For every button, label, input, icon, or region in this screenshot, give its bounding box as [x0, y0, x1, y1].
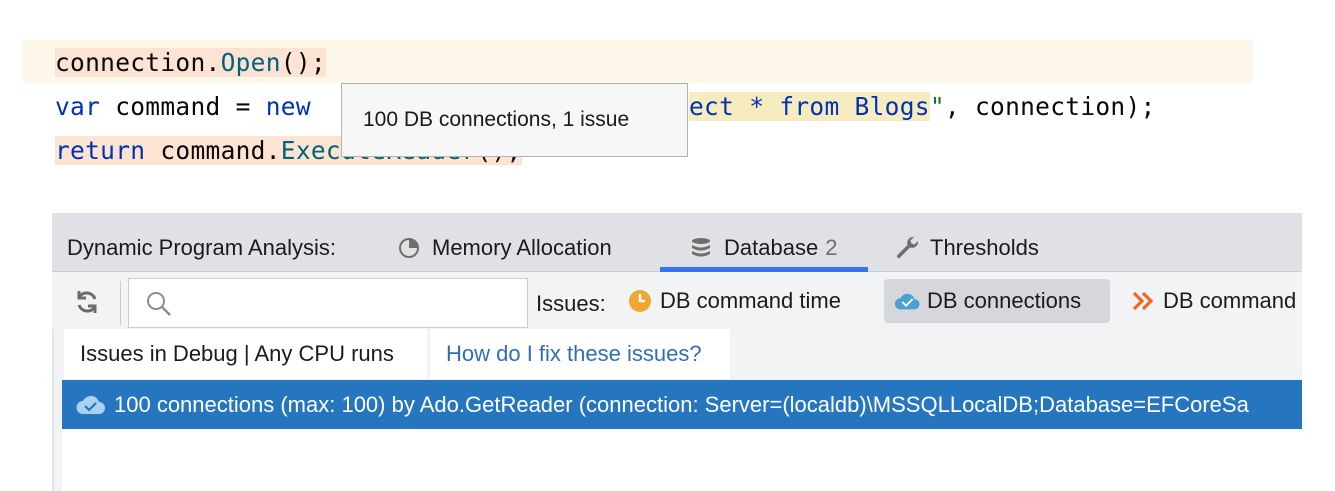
filter-label: DB command time: [660, 288, 841, 313]
code-token: , connection);: [944, 92, 1156, 121]
issues-filter-label: Issues:: [536, 291, 606, 316]
issue-text: 100 connections (max: 100) by Ado.GetRea…: [114, 391, 1249, 417]
panel-edge: [52, 213, 54, 491]
tab-memory-allocation[interactable]: Memory Allocation: [396, 213, 612, 272]
code-token: .: [205, 48, 221, 77]
filter-label: DB command: [1163, 288, 1297, 313]
dpa-tool-window: Dynamic Program Analysis: Memory Allocat…: [52, 213, 1302, 491]
tab-count-badge: 2: [825, 234, 838, 260]
tab-label: Thresholds: [930, 234, 1039, 260]
panel-title: Dynamic Program Analysis:: [67, 235, 336, 260]
code-token-string: ": [929, 92, 945, 121]
code-token-keyword: var: [55, 92, 101, 121]
code-token-keyword: return: [55, 136, 146, 165]
filter-db-command-time[interactable]: DB command time: [617, 279, 851, 323]
code-token-sql: ect * from Blogs: [689, 92, 930, 121]
cloud-connection-icon: [75, 392, 105, 418]
code-token: ();: [280, 48, 326, 77]
cloud-connection-icon: [894, 288, 920, 314]
filter-label: DB connections: [927, 288, 1082, 313]
code-token: connection: [55, 48, 206, 77]
toolbar-separator: [120, 281, 121, 325]
wrench-icon: [894, 235, 920, 261]
filter-db-connections[interactable]: DB connections: [884, 279, 1110, 323]
database-icon: [688, 235, 714, 261]
issue-row[interactable]: 100 connections (max: 100) by Ado.GetRea…: [62, 380, 1302, 429]
selected-tab-indicator: [660, 267, 868, 272]
refresh-button[interactable]: [72, 287, 102, 317]
tab-label: Database: [724, 234, 819, 260]
refresh-icon: [77, 291, 97, 313]
code-line-1[interactable]: connection.Open();: [55, 41, 326, 85]
double-chevron-icon: [1130, 288, 1156, 314]
search-icon: [145, 290, 173, 318]
how-to-fix-link[interactable]: How do I fix these issues?: [430, 329, 730, 379]
tab-thresholds[interactable]: Thresholds: [894, 213, 1039, 272]
link-label: How do I fix these issues?: [446, 341, 702, 366]
dpa-highlight: connection.Open();: [55, 48, 326, 77]
dpa-tab-bar: Dynamic Program Analysis: Memory Allocat…: [52, 213, 1302, 272]
code-editor[interactable]: connection.Open(); var command = new ect…: [0, 0, 1335, 200]
issues-list: 100 connections (max: 100) by Ado.GetRea…: [62, 380, 1302, 491]
tooltip-text: 100 DB connections, 1 issue: [363, 108, 630, 131]
code-token: command =: [100, 92, 266, 121]
code-token-method: Open: [220, 48, 281, 77]
subtab-issues-in-debug[interactable]: Issues in Debug | Any CPU runs: [64, 329, 427, 379]
clock-icon: [627, 288, 653, 314]
code-line-2-tail[interactable]: ect * from Blogs", connection);: [689, 85, 1156, 129]
results-subtabs: Issues in Debug | Any CPU runs How do I …: [52, 329, 1302, 379]
tab-label: Memory Allocation: [432, 234, 612, 260]
subtab-label: Issues in Debug | Any CPU runs: [80, 341, 394, 366]
code-line-2[interactable]: var command = new: [55, 85, 311, 129]
tab-database[interactable]: Database 2: [688, 213, 837, 272]
code-token: command.: [145, 136, 281, 165]
search-input[interactable]: [128, 278, 528, 328]
filter-db-command[interactable]: DB command: [1120, 279, 1302, 323]
pie-chart-icon: [396, 235, 422, 261]
dpa-toolbar: Issues: DB command time DB connections D…: [52, 273, 1302, 329]
code-token-keyword: new: [265, 92, 311, 121]
sql-highlight: ect * from Blogs: [689, 92, 930, 121]
dpa-tooltip: 100 DB connections, 1 issue: [341, 83, 688, 157]
